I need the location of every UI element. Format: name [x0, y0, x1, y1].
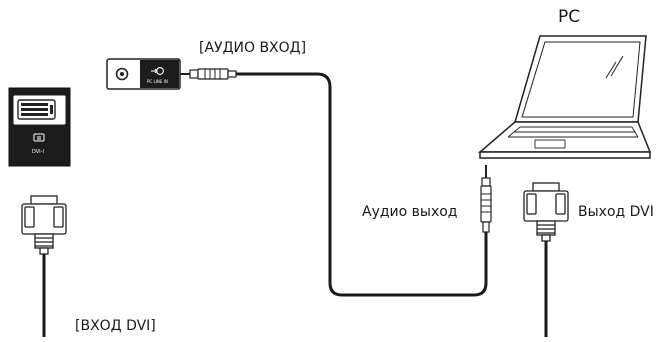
audio-plug-right — [480, 165, 492, 233]
dvi-connector-icon — [33, 133, 45, 142]
audio-jack-socket-icon — [115, 67, 129, 81]
dvi-pin-grid-icon — [21, 103, 53, 116]
laptop-icon — [477, 35, 652, 159]
dvi-connector-right — [523, 182, 569, 242]
pc-label: PC — [558, 7, 580, 27]
dvi-out-label: Выход DVI — [578, 204, 654, 220]
audio-plug-left — [180, 68, 237, 80]
audio-cable — [236, 72, 488, 297]
audio-in-port-panel: PC LINE IN — [106, 58, 181, 90]
audio-out-label: Аудио выход — [362, 204, 458, 220]
audio-in-label: [АУДИО ВХОД] — [199, 40, 306, 56]
dvi-i-label: DVI-I — [32, 149, 44, 155]
dvi-in-label: [ВХОД DVI] — [75, 318, 156, 334]
audio-in-arrow-icon — [151, 67, 164, 75]
dvi-connector-left — [21, 195, 67, 255]
pc-line-in-label: PC LINE IN — [147, 79, 168, 84]
dvi-i-port-panel: DVI-I — [8, 87, 71, 167]
